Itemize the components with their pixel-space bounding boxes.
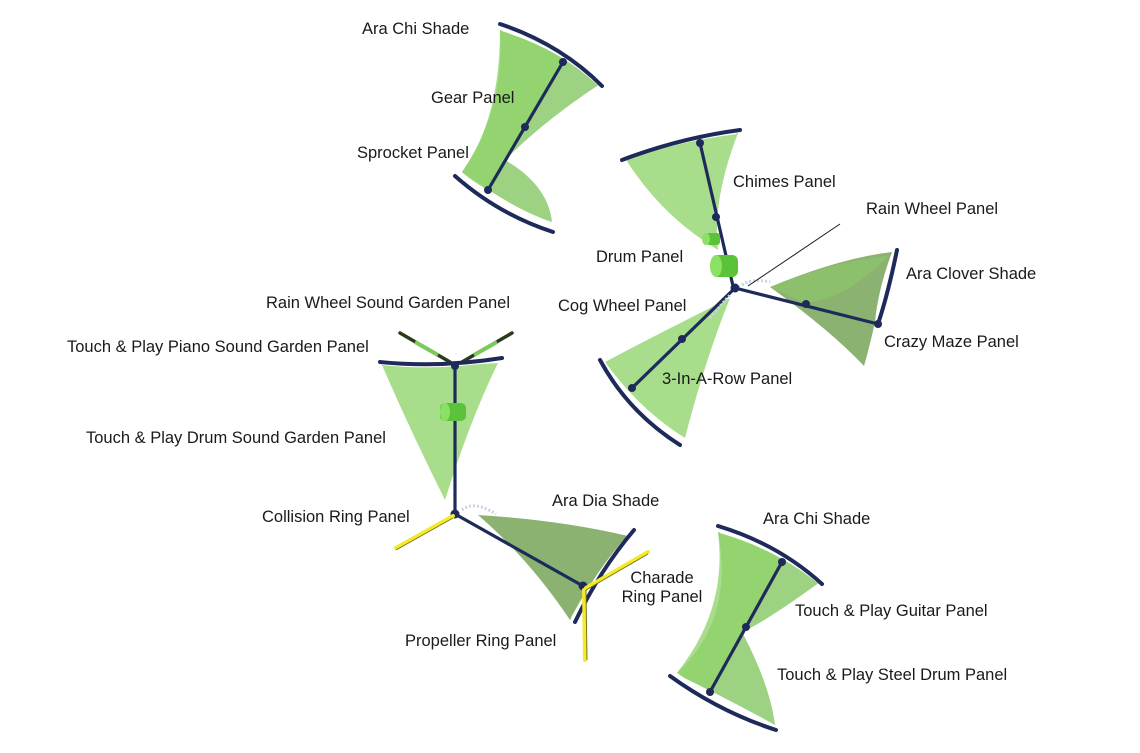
ara-chi-shade-top-sail-front: [462, 30, 565, 190]
rain-wheel-pointer-line: [747, 223, 841, 287]
label-sprocket-panel: Sprocket Panel: [357, 144, 469, 162]
label-ara-chi-shade-top: Ara Chi Shade: [362, 20, 470, 38]
ara-dia-shade-structure: [378, 331, 650, 662]
ara-chi-shade-top-lower-arc: [453, 174, 555, 234]
label-ara-dia-shade: Ara Dia Shade: [552, 492, 660, 510]
label-touch-play-piano-sound-garden-panel: Touch & Play Piano Sound Garden Panel: [67, 338, 369, 356]
charade-ring-arm: [584, 550, 650, 591]
drum-sound-garden-drum: [440, 403, 466, 421]
ara-chi-shade-bottom-structure: [668, 524, 824, 732]
chimes-arc: [620, 128, 742, 162]
collision-ring-arm: [394, 514, 455, 551]
propeller-ring-arm: [582, 588, 588, 662]
label-touch-play-guitar-panel: Touch & Play Guitar Panel: [795, 602, 988, 620]
label-ara-clover-shade: Ara Clover Shade: [906, 265, 1037, 283]
label-ara-chi-shade-bottom: Ara Chi Shade: [763, 510, 871, 528]
ara-clover-arc: [876, 248, 899, 326]
chimes-sail: [625, 133, 738, 250]
ara-dia-chain: [461, 504, 497, 516]
ara-chi-shade-bottom-lower-arc: [668, 674, 778, 732]
ara-clover-sail: [770, 252, 892, 366]
ara-clover-hub: [730, 283, 740, 293]
label-three-in-a-row-panel: 3-In-A-Row Panel: [662, 370, 793, 388]
drum-panel-drums: [702, 233, 738, 277]
label-collision-ring-panel: Collision Ring Panel: [262, 508, 410, 526]
three-in-a-row-arc: [598, 358, 682, 447]
sound-garden-arms: [398, 331, 514, 364]
rain-wheel-chain: [741, 279, 771, 287]
label-charade-ring-panel: Charade Ring Panel: [610, 569, 714, 607]
label-crazy-maze-panel: Crazy Maze Panel: [884, 333, 1019, 351]
label-cog-wheel-panel: Cog Wheel Panel: [558, 297, 687, 315]
label-drum-panel: Drum Panel: [596, 248, 684, 266]
label-touch-play-drum-sound-garden-panel: Touch & Play Drum Sound Garden Panel: [86, 429, 386, 447]
ara-chi-shade-top-structure: [453, 22, 604, 234]
label-charade-ring-panel-line1: Charade: [630, 569, 694, 587]
sound-garden-arc: [378, 356, 504, 367]
ara-dia-arc: [573, 528, 636, 624]
three-in-a-row-sail: [605, 298, 730, 438]
label-gear-panel: Gear Panel: [431, 89, 515, 107]
ara-chi-shade-bottom-upper-arc: [716, 524, 824, 586]
label-chimes-panel: Chimes Panel: [733, 173, 836, 191]
label-rain-wheel-panel: Rain Wheel Panel: [866, 200, 999, 218]
ara-chi-shade-top-upper-arc: [498, 22, 604, 88]
label-charade-ring-panel-line2: Ring Panel: [621, 588, 703, 606]
label-propeller-ring-panel: Propeller Ring Panel: [405, 632, 557, 650]
ara-clover-shade-structure: [598, 128, 899, 447]
label-rain-wheel-sound-garden-panel: Rain Wheel Sound Garden Panel: [266, 294, 510, 312]
ara-dia-post: [453, 512, 585, 588]
sound-garden-sail: [382, 363, 498, 500]
label-touch-play-steel-drum-panel: Touch & Play Steel Drum Panel: [777, 666, 1008, 684]
